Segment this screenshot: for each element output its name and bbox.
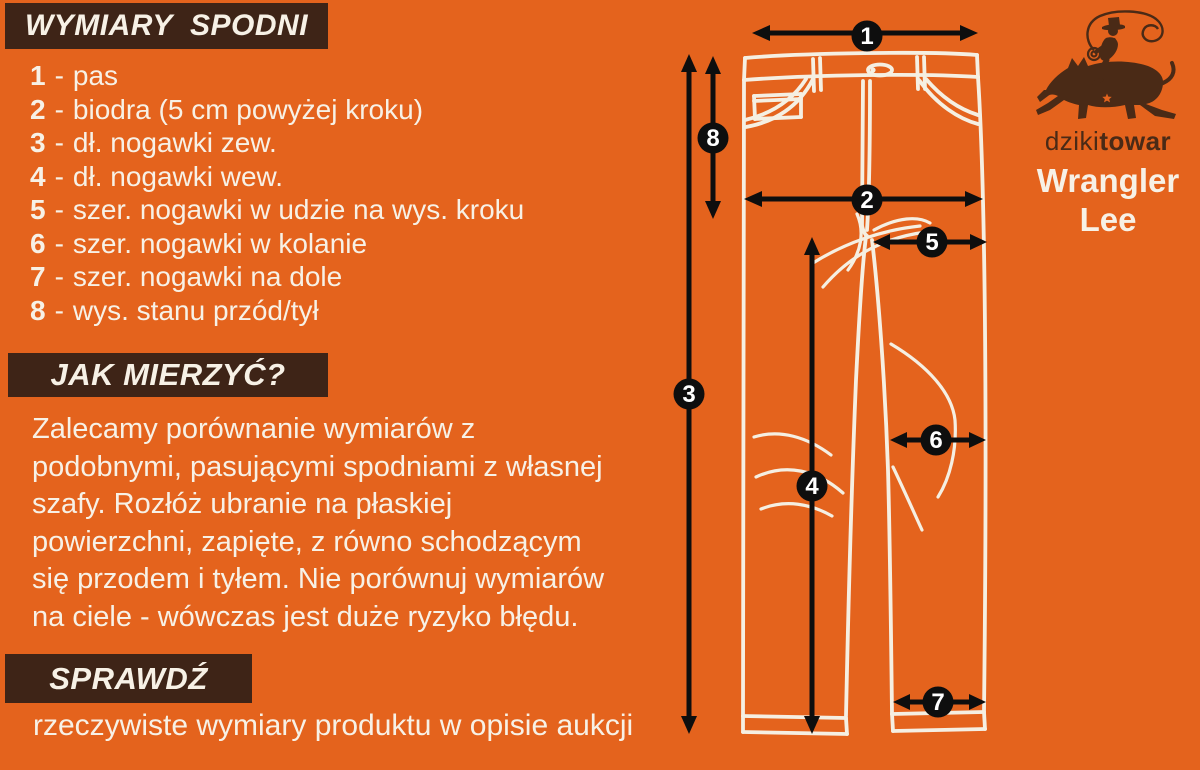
how-to-measure-text: Zalecamy porównanie wymiarów z podobnymi… bbox=[32, 411, 604, 636]
list-item: 8-wys. stanu przód/tył bbox=[30, 294, 319, 326]
measure-arrow-4: 4 bbox=[796, 237, 828, 734]
measure-arrow-3: 3 bbox=[673, 54, 705, 734]
measure-badge-3 bbox=[673, 378, 705, 410]
section-band-measurements: WYMIARY SPODNI bbox=[5, 3, 328, 49]
pants-diagram: 1 8 3 2 bbox=[673, 20, 988, 736]
paragraph-line: powierzchni, zapięte, z równo schodzącym bbox=[32, 525, 582, 558]
check-title: SPRAWDŹ bbox=[49, 660, 208, 696]
measure-arrow-1: 1 bbox=[752, 20, 978, 52]
svg-text:8: 8 bbox=[706, 125, 719, 152]
measure-badge-8 bbox=[697, 122, 729, 154]
brand-lee: Lee bbox=[1079, 201, 1137, 238]
list-item: 5-szer. nogawki w udzie na wys. kroku bbox=[30, 194, 525, 225]
measure-arrow-2: 2 bbox=[744, 184, 983, 216]
section-band-check: SPRAWDŹ bbox=[5, 654, 252, 703]
measurements-title: WYMIARY SPODNI bbox=[24, 9, 309, 42]
section-band-how-to-measure: JAK MIERZYĆ? bbox=[8, 353, 328, 397]
svg-text:2: 2 bbox=[860, 187, 873, 214]
list-item: 3-dł. nogawki zew. bbox=[30, 127, 277, 158]
paragraph-line: szafy. Rozłóż ubranie na płaskiej bbox=[32, 488, 453, 520]
logo-wordmark: dzikitowar bbox=[1044, 126, 1172, 156]
check-note: rzeczywiste wymiary produktu w opisie au… bbox=[33, 709, 634, 742]
list-item: 2-biodra (5 cm powyżej kroku) bbox=[30, 93, 424, 125]
svg-text:4: 4 bbox=[805, 473, 819, 500]
list-item: 6-szer. nogawki w kolanie bbox=[30, 227, 368, 259]
button-icon bbox=[870, 67, 876, 73]
measure-badge-5 bbox=[916, 226, 948, 258]
how-to-measure-title: JAK MIERZYĆ? bbox=[50, 357, 286, 392]
measure-arrow-8: 8 bbox=[697, 56, 729, 219]
paragraph-line: Zalecamy porównanie wymiarów z bbox=[32, 413, 476, 445]
paragraph-line: podobnymi, pasującymi spodniami z własne… bbox=[32, 450, 603, 483]
measure-arrow-7: 7 bbox=[893, 686, 986, 718]
svg-text:6: 6 bbox=[929, 427, 942, 454]
measurements-list: 1-pas 2-biodra (5 cm powyżej kroku) 3-dł… bbox=[30, 59, 524, 327]
svg-text:5: 5 bbox=[925, 229, 938, 256]
paragraph-line: się przodem i tyłem. Nie porównuj wymiar… bbox=[32, 563, 605, 595]
boar-cowboy-lasso-icon bbox=[1036, 10, 1176, 119]
svg-text:1: 1 bbox=[860, 23, 873, 50]
brand-wrangler: Wrangler bbox=[1036, 162, 1180, 199]
measure-badge-6 bbox=[920, 424, 952, 456]
measure-arrow-5: 5 bbox=[873, 226, 987, 258]
pants-outline bbox=[741, 50, 988, 736]
paragraph-line: na ciele - wówczas jest duże ryzyko błęd… bbox=[32, 600, 579, 633]
measure-arrow-6: 6 bbox=[890, 424, 986, 456]
measure-badge-1 bbox=[851, 20, 883, 52]
measure-badge-4 bbox=[796, 470, 828, 502]
spur-star-icon bbox=[1102, 93, 1112, 103]
measure-badge-7 bbox=[922, 686, 954, 718]
list-item: 1-pas bbox=[30, 60, 119, 91]
measure-badge-2 bbox=[851, 184, 883, 216]
list-item: 4-dł. nogawki wew. bbox=[30, 160, 284, 192]
list-item: 7-szer. nogawki na dole bbox=[30, 261, 343, 292]
svg-text:3: 3 bbox=[682, 381, 695, 408]
fabric-creases bbox=[752, 212, 957, 532]
svg-text:7: 7 bbox=[931, 689, 944, 716]
